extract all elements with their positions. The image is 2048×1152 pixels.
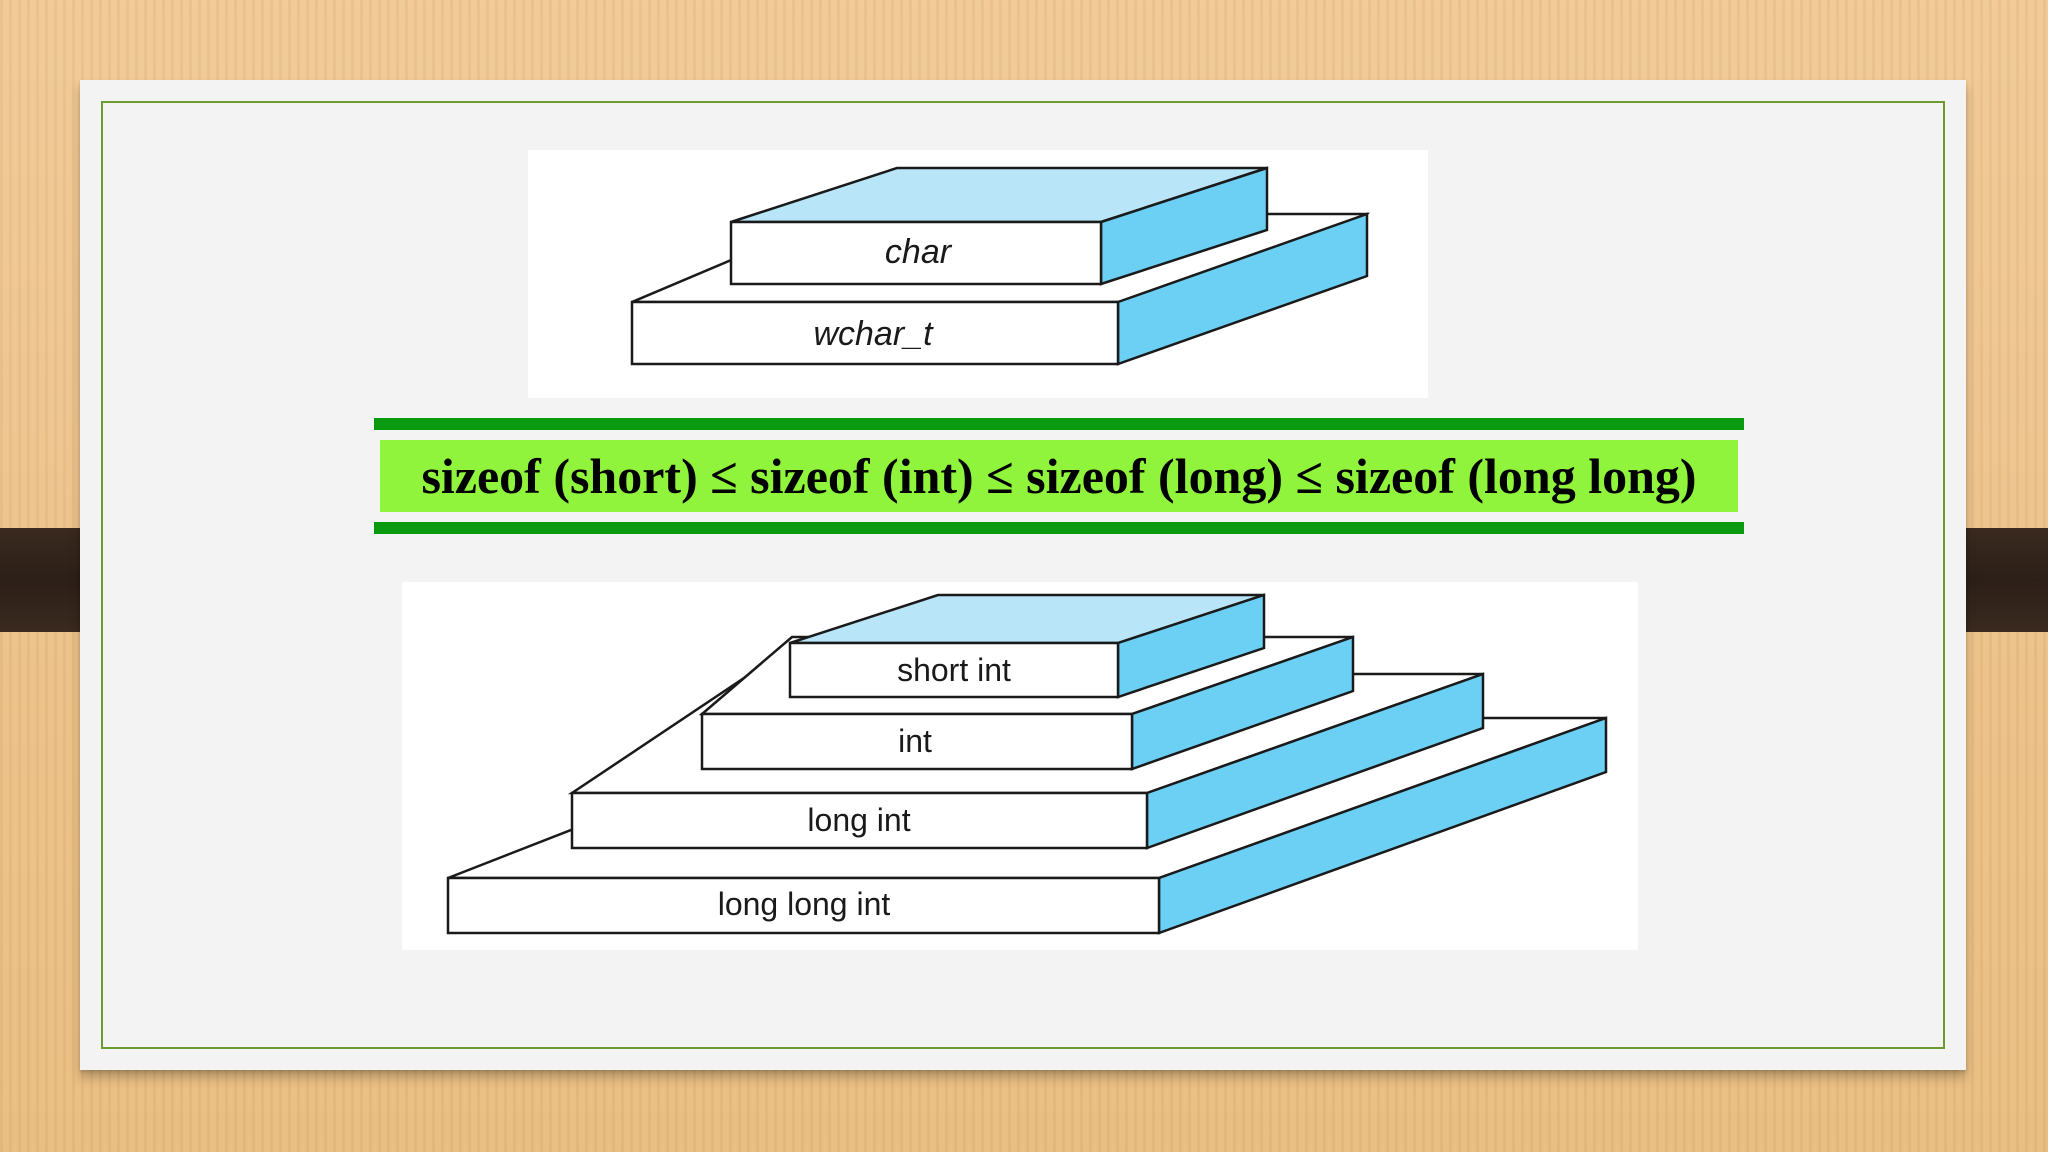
short-int-layer: short int <box>788 593 1266 699</box>
integer-types-diagram: long long int long int int short int <box>402 582 1638 950</box>
long-int-label: long int <box>807 802 910 838</box>
formula-rule-bottom <box>374 522 1744 534</box>
integer-types-svg: long long int long int int short int <box>446 593 1608 935</box>
wchar-t-label: wchar_t <box>813 315 934 353</box>
formula-rule-top <box>374 418 1744 430</box>
short-int-label: short int <box>897 652 1011 688</box>
sizeof-formula-band: sizeof (short) ≤ sizeof (int) ≤ sizeof (… <box>374 418 1744 534</box>
char-front-face <box>729 220 1103 286</box>
long-long-int-front-face <box>446 876 1161 935</box>
wchar-t-front-face <box>630 300 1120 366</box>
char-label: char <box>885 233 953 271</box>
char-types-diagram: wchar_t char <box>528 150 1428 398</box>
char-types-svg: wchar_t char <box>630 166 1370 366</box>
short-int-front-face <box>788 641 1120 699</box>
long-int-front-face <box>570 791 1149 850</box>
int-label: int <box>898 723 932 759</box>
long-long-int-label: long long int <box>718 886 891 922</box>
char-layer: char <box>729 166 1269 286</box>
sizeof-formula: sizeof (short) ≤ sizeof (int) ≤ sizeof (… <box>380 440 1738 512</box>
slide-border <box>101 101 1945 1049</box>
int-front-face <box>700 712 1134 771</box>
